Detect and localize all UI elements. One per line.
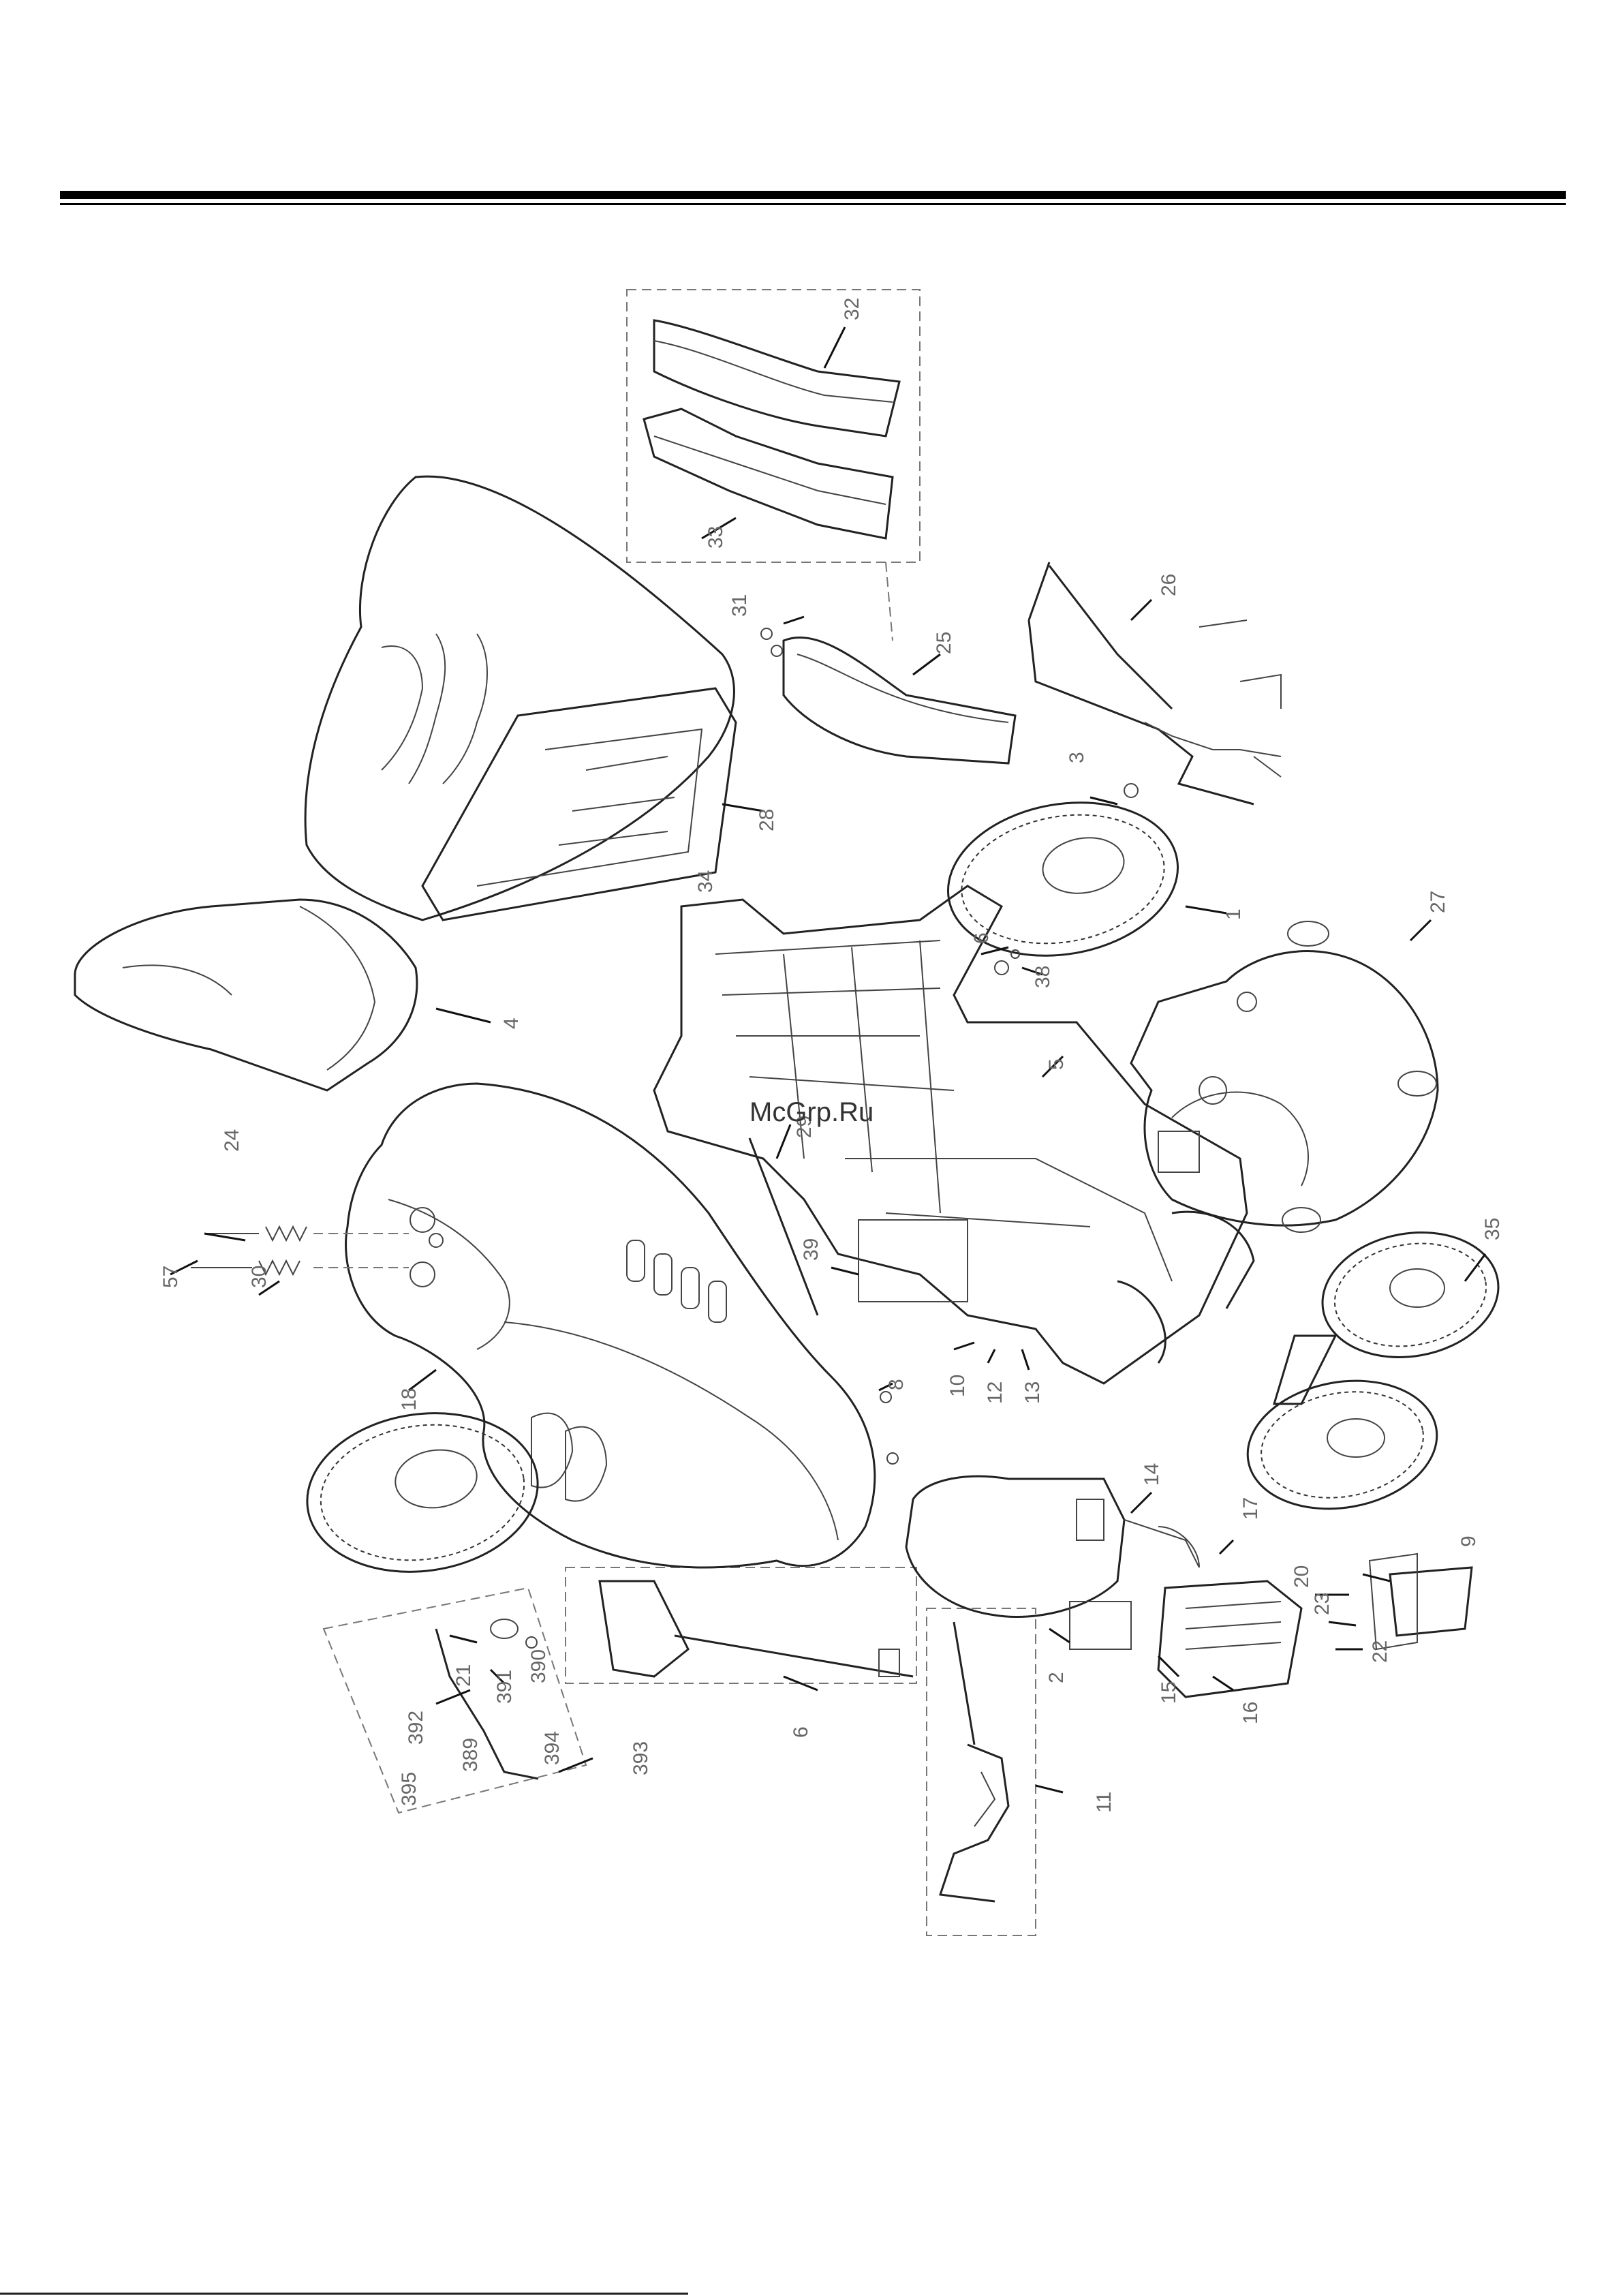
header-rule-thick xyxy=(60,191,1566,199)
callout-label: 28 xyxy=(756,809,778,831)
callout-label: 33 xyxy=(705,526,727,549)
lift-linkage-part xyxy=(1029,562,1281,804)
callout-label: 17 xyxy=(1239,1497,1262,1520)
callout-label: 11 xyxy=(1093,1792,1115,1813)
bag-chute-part xyxy=(761,628,1015,763)
callout-label: 391 xyxy=(493,1670,516,1704)
callout-label: 26 xyxy=(1158,574,1180,596)
callout-label: 1 xyxy=(1222,908,1245,920)
seat-part xyxy=(75,900,417,1090)
group-box-linkage xyxy=(324,1588,586,1813)
mower-deck-part xyxy=(1131,921,1438,1232)
callout-label: 22 xyxy=(1369,1640,1391,1663)
rear-wheel-right-part xyxy=(936,785,1190,973)
callout-label: 390 xyxy=(527,1649,550,1683)
frame-chassis-part xyxy=(654,886,1254,1383)
callout-label: 394 xyxy=(541,1731,563,1765)
callout-label: 14 xyxy=(1141,1463,1163,1486)
header-rule-thin xyxy=(60,203,1566,205)
front-axle-wheels-part xyxy=(1237,1219,1509,1523)
callout-label: 39 xyxy=(800,1238,822,1261)
footer-rule xyxy=(0,2293,688,2295)
callout-label: 20 xyxy=(1290,1565,1313,1588)
callout-label: 395 xyxy=(398,1772,420,1806)
linkage-rod-part xyxy=(436,1619,538,1779)
callout-label: 9 xyxy=(1457,1535,1480,1547)
callout-label: 21 xyxy=(452,1664,475,1687)
callout-label: 5 xyxy=(1045,1058,1068,1070)
watermark-text: McGrp.Ru xyxy=(749,1097,874,1127)
leader-arrows xyxy=(170,327,1485,1792)
callout-label: 393 xyxy=(630,1741,652,1775)
rear-wheel-left-part xyxy=(297,1398,548,1586)
callout-label: 30 xyxy=(248,1266,270,1288)
callout-label: 4 xyxy=(500,1017,523,1029)
group-box-steering xyxy=(566,1567,916,1683)
callout-label: 35 xyxy=(1481,1218,1504,1240)
callout-label: 18 xyxy=(398,1388,420,1411)
hood-body-part xyxy=(346,1084,875,1567)
callout-label: 16 xyxy=(1239,1702,1262,1724)
callout-label: 24 xyxy=(221,1129,243,1152)
engine-battery-part xyxy=(1070,1581,1301,1697)
callout-label: 15 xyxy=(1158,1681,1180,1704)
steering-column-part xyxy=(600,1581,913,1677)
brake-pedal-part xyxy=(940,1622,1008,1901)
callout-label: 389 xyxy=(459,1738,482,1772)
fuel-tank-part xyxy=(906,1476,1199,1617)
callout-label: 31 xyxy=(728,594,751,617)
control-knobs-part xyxy=(191,1227,409,1274)
callout-label: 13 xyxy=(1021,1381,1044,1404)
discharge-chute-part xyxy=(644,320,899,538)
front-bumper-part xyxy=(1370,1554,1472,1649)
callout-label: 32 xyxy=(841,298,863,320)
callout-label: 8 xyxy=(885,1379,908,1390)
grass-bag-part xyxy=(305,476,736,920)
callout-label: 23 xyxy=(1311,1593,1333,1615)
group-box-chute xyxy=(627,290,920,562)
callout-label: 57 xyxy=(159,1266,182,1288)
callout-label: 34 xyxy=(694,870,717,893)
callout-label: 12 xyxy=(984,1381,1006,1404)
callout-label: 6 xyxy=(790,1726,812,1738)
group-box-chute-leader xyxy=(886,562,893,641)
callout-label: 38 xyxy=(1032,966,1054,988)
callout-label: 27 xyxy=(1427,891,1449,913)
callout-label: 2 xyxy=(1045,1672,1068,1683)
callout-label: 3 xyxy=(1066,752,1088,763)
callout-label: 392 xyxy=(405,1711,427,1745)
callout-label: 10 xyxy=(946,1375,969,1397)
callout-label: 6 xyxy=(970,932,993,944)
callout-labels: 32 33 31 25 26 3 28 4 1 6 38 5 27 24 57 … xyxy=(159,298,1504,1813)
callout-label: 25 xyxy=(933,632,955,654)
